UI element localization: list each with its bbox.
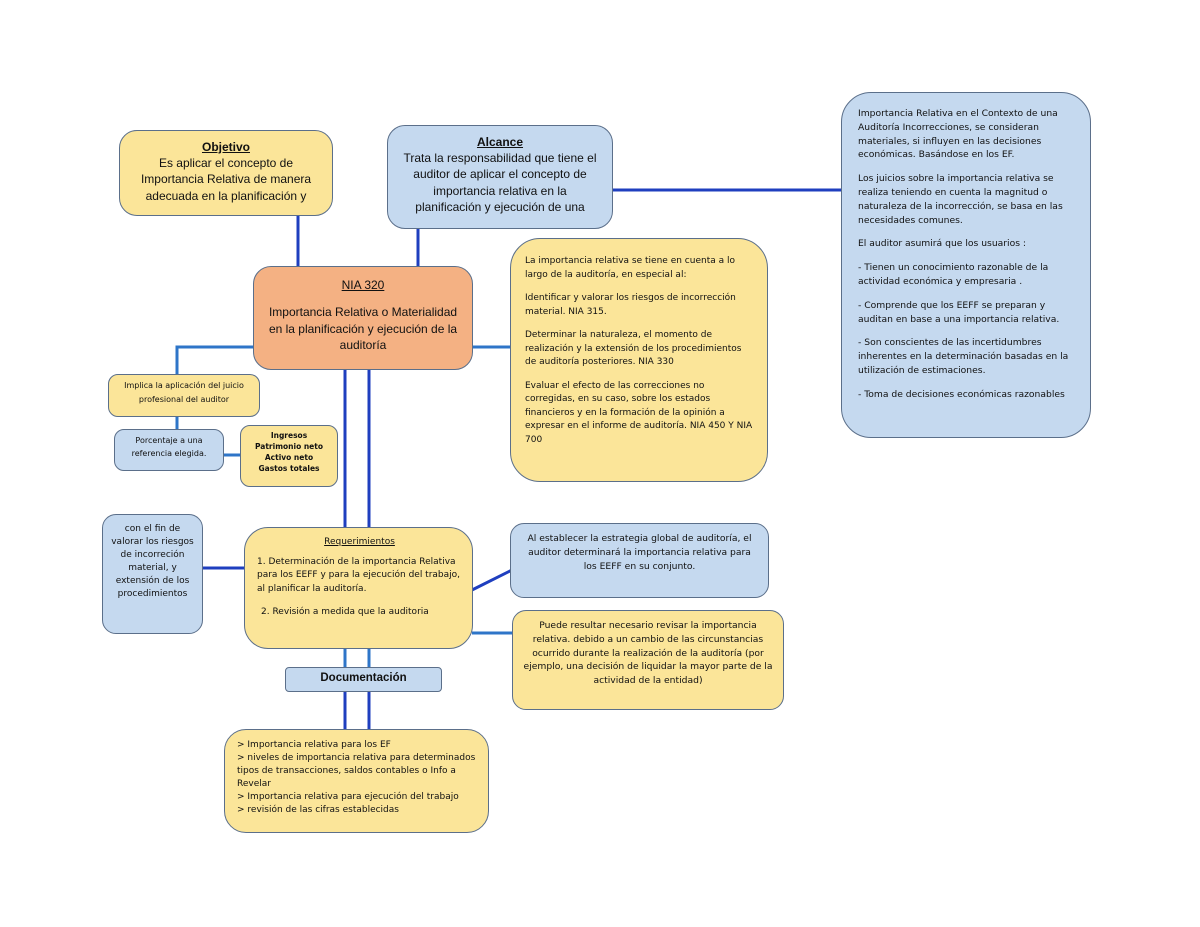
juicio-box: Implica la aplicación del juicio profesi… (108, 374, 260, 417)
nia-box: NIA 320 Importancia Relativa o Materiali… (253, 266, 473, 370)
alcance-line-4: planificación y ejecución de una (415, 199, 585, 214)
finalidad-text: con el fin de valorar los riesgos de inc… (111, 524, 194, 600)
consideracion-box: La importancia relativa se tiene en cuen… (510, 238, 768, 482)
porcentaje-box: Porcentaje a una referencia elegida. (114, 429, 224, 471)
doc-item-1: > Importancia relativa para los EF (237, 740, 391, 750)
documentacion-title: Documentación (320, 672, 407, 684)
objetivo-line-3: adecuada en la planificación y (145, 188, 307, 203)
finalidad-box: con el fin de valorar los riesgos de inc… (102, 514, 203, 634)
contexto-para-2: Los juicios sobre la importancia relativ… (858, 173, 1063, 226)
referencia-activo: Activo neto (264, 452, 314, 462)
contexto-para-6: - Son conscientes de las incertidumbres … (858, 337, 1069, 376)
objetivo-title: Objetivo (201, 140, 250, 154)
alcance-line-3: importancia relativa en la (433, 183, 567, 198)
referencia-patrimonio: Patrimonio neto (254, 441, 324, 451)
doc-items-box: > Importancia relativa para los EF > niv… (224, 729, 489, 833)
doc-item-2: > niveles de importancia relativa para d… (237, 753, 476, 790)
doc-item-4: > revisión de las cifras establecidas (237, 805, 399, 816)
consideracion-para-3: Determinar la naturaleza, el momento de … (525, 330, 742, 367)
revision-text: Puede resultar necesario revisar la impo… (523, 620, 773, 687)
contexto-para-5: - Comprende que los EEFF se preparan y a… (858, 299, 1060, 325)
documentacion-box: Documentación (285, 667, 442, 692)
consideracion-para-2: Identificar y valorar los riesgos de inc… (525, 293, 736, 317)
contexto-box: Importancia Relativa en el Contexto de u… (841, 92, 1091, 438)
juicio-text: Implica la aplicación del juicio profesi… (124, 381, 244, 404)
estrategia-box: Al establecer la estrategia global de au… (510, 523, 769, 598)
contexto-para-3: El auditor asumirá que los usuarios : (858, 238, 1027, 250)
consideracion-para-4: Evaluar el efecto de las correcciones no… (525, 380, 753, 445)
alcance-box: Alcance Trata la responsabilidad que tie… (387, 125, 613, 229)
referencia-gastos: Gastos totales (258, 463, 320, 473)
connector-estrategia (471, 568, 513, 592)
objetivo-line-1: Es aplicar el concepto de (158, 156, 294, 171)
requerimientos-item-1: 1. Determinación de la importancia Relat… (257, 556, 461, 594)
alcance-line-2: auditor de aplicar el concepto de (413, 167, 587, 182)
nia-title: NIA 320 (341, 278, 385, 292)
alcance-title: Alcance (476, 135, 524, 149)
alcance-line-1: Trata la responsabilidad que tiene el (403, 151, 597, 166)
contexto-para-1: Importancia Relativa en el Contexto de u… (858, 108, 1058, 161)
objetivo-line-2: Importancia Relativa de manera (140, 172, 312, 187)
requerimientos-item-2: 2. Revisión a medida que la auditoria (261, 607, 429, 617)
revision-box: Puede resultar necesario revisar la impo… (512, 610, 784, 710)
nia-subtitle: Importancia Relativa o Materialidad en l… (268, 304, 458, 353)
requerimientos-title: Requerimientos (324, 537, 395, 547)
contexto-para-4: - Tienen un conocimiento razonable de la… (858, 262, 1049, 287)
contexto-para-7: - Toma de decisiones económicas razonabl… (858, 388, 1065, 400)
objetivo-box: Objetivo Es aplicar el concepto de Impor… (119, 130, 333, 216)
connector-juicio (175, 345, 254, 375)
doc-item-3: > Importancia relativa para ejecución de… (237, 792, 459, 803)
consideracion-para-1: La importancia relativa se tiene en cuen… (525, 256, 735, 280)
porcentaje-text: Porcentaje a una referencia elegida. (131, 436, 207, 458)
referencia-ingresos: Ingresos (270, 431, 308, 440)
requerimientos-box: Requerimientos 1. Determinación de la im… (244, 527, 473, 649)
estrategia-text: Al establecer la estrategia global de au… (527, 533, 752, 572)
referencias-box: Ingresos Patrimonio neto Activo neto Gas… (240, 425, 338, 487)
